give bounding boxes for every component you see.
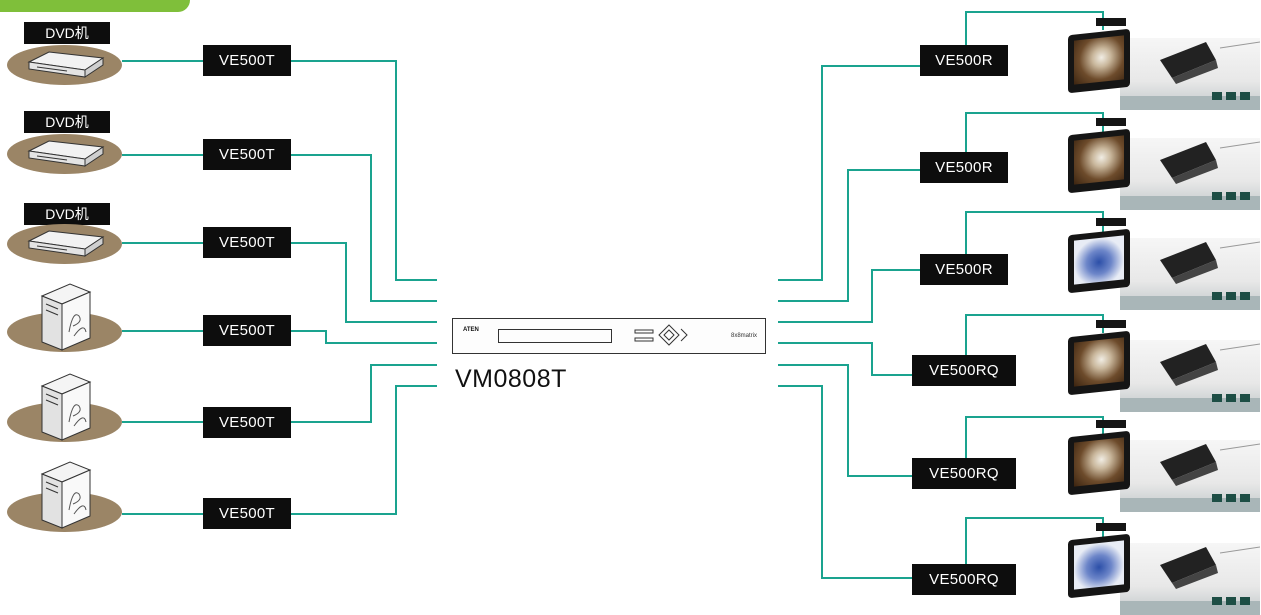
pearls-image-icon [1074, 35, 1124, 85]
tx-box-6: VE500T [203, 498, 291, 529]
dvd-label-3: DVD机 [24, 203, 110, 225]
display-screen [1068, 128, 1130, 194]
wire-segment [291, 154, 437, 302]
wire-segment [778, 65, 920, 281]
rx-box-1: VE500R [920, 45, 1008, 76]
matrix-brand: ATEN [463, 327, 479, 333]
matrix-model-label: 8x8matrix [730, 333, 757, 339]
pearls-image-icon [1074, 437, 1124, 487]
wire-segment [291, 364, 437, 423]
dvd-player-icon [27, 51, 105, 78]
dvd-label-1: DVD机 [24, 22, 110, 44]
pc-tower-icon [40, 461, 92, 529]
dvd-player-icon [27, 140, 105, 167]
display-mount [1096, 18, 1126, 26]
display-mount [1096, 118, 1126, 126]
tx-box-4: VE500T [203, 315, 291, 346]
wire-segment [778, 342, 912, 376]
car-image-icon [1074, 235, 1124, 285]
wire-segment [291, 330, 437, 344]
display-mount [1096, 218, 1126, 226]
matrix-buttons-icon [634, 324, 688, 346]
rx-box-6: VE500RQ [912, 564, 1016, 595]
tx-box-1: VE500T [203, 45, 291, 76]
pearls-image-icon [1074, 135, 1124, 185]
car-image-icon [1074, 540, 1124, 590]
wire-segment [778, 269, 920, 323]
pearls-image-icon [1074, 337, 1124, 387]
pc-tower-icon [40, 283, 92, 351]
wire-segment [291, 60, 437, 281]
matrix-title: VM0808T [455, 365, 567, 393]
matrix-display [498, 329, 612, 343]
rx-box-3: VE500R [920, 254, 1008, 285]
room-backdrop [1120, 340, 1260, 412]
display-screen [1068, 330, 1130, 396]
display-mount [1096, 523, 1126, 531]
display-mount [1096, 420, 1126, 428]
display-screen [1068, 228, 1130, 294]
room-backdrop [1120, 138, 1260, 210]
wire-segment [778, 364, 912, 477]
room-backdrop [1120, 38, 1260, 110]
dvd-player-icon [27, 230, 105, 257]
room-backdrop [1120, 440, 1260, 512]
display-screen [1068, 533, 1130, 599]
wire-segment [291, 385, 437, 515]
tx-box-5: VE500T [203, 407, 291, 438]
matrix-switch: ATEN 8x8matrix [452, 318, 766, 354]
display-screen [1068, 430, 1130, 496]
wire-segment [778, 385, 912, 579]
room-backdrop [1120, 543, 1260, 615]
rx-box-5: VE500RQ [912, 458, 1016, 489]
room-backdrop [1120, 238, 1260, 310]
wire-segment [291, 242, 437, 323]
tx-box-3: VE500T [203, 227, 291, 258]
display-mount [1096, 320, 1126, 328]
dvd-label-2: DVD机 [24, 111, 110, 133]
tx-box-2: VE500T [203, 139, 291, 170]
pc-tower-icon [40, 373, 92, 441]
display-screen [1068, 28, 1130, 94]
wire-segment [778, 169, 920, 302]
corner-tab [0, 0, 190, 12]
rx-box-4: VE500RQ [912, 355, 1016, 386]
rx-box-2: VE500R [920, 152, 1008, 183]
